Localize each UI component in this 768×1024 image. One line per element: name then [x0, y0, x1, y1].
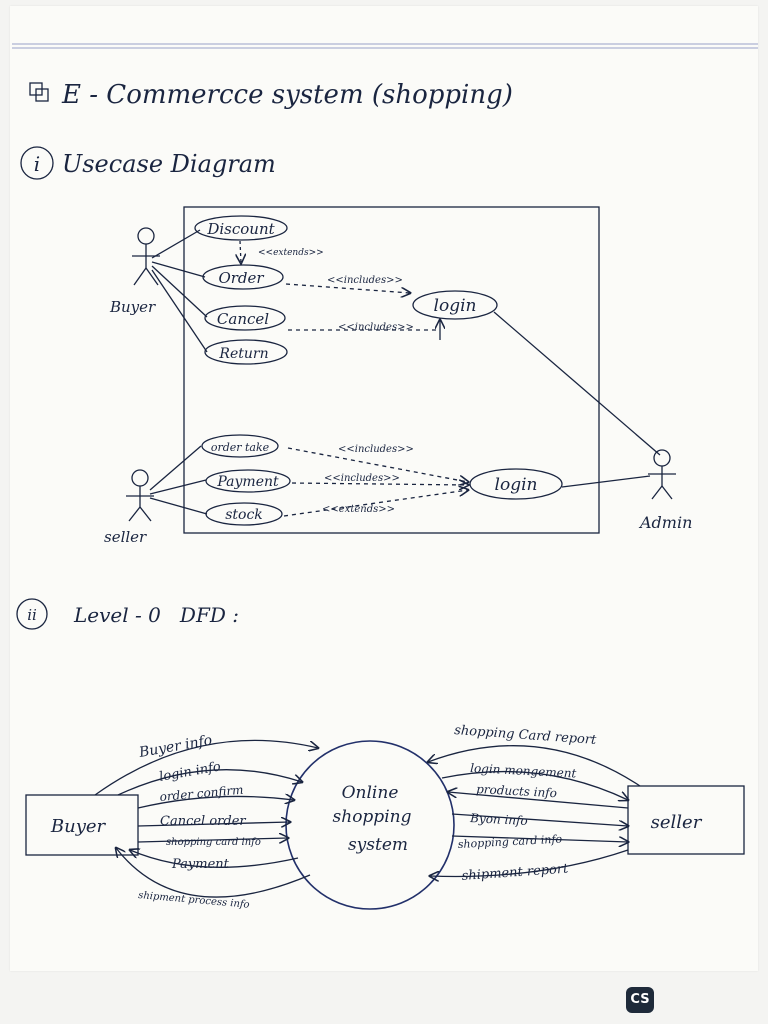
data-flow: [94, 739, 318, 796]
section-number-circle: [20, 146, 54, 180]
section-number: i: [34, 152, 40, 176]
flow-label: shipment process info: [138, 890, 250, 911]
process-label: shopping: [333, 807, 412, 827]
data-flow: [117, 769, 302, 796]
rel-label: <<includes>>: [338, 322, 414, 333]
assoc-line: [149, 445, 202, 491]
entity-seller: [627, 785, 745, 855]
buyer-actor: [132, 227, 160, 286]
system-boundary: [183, 206, 600, 534]
flow-label: shipment report: [461, 862, 569, 884]
entity-label: Buyer: [50, 816, 107, 837]
usecase-label: Payment: [216, 474, 279, 490]
camscanner-badge: CS: [626, 987, 654, 1013]
entity-buyer: [25, 794, 139, 856]
assoc-line: [151, 269, 208, 353]
entity-label: seller: [651, 812, 703, 833]
seller-actor: [126, 469, 154, 522]
usecase-return: [204, 339, 288, 365]
usecase-cancel: [204, 305, 286, 331]
usecase-label: login: [495, 475, 538, 495]
data-flow: [137, 796, 294, 809]
flow-label: Cancel order: [160, 814, 246, 829]
usecase-order: [202, 264, 284, 290]
extends-arrow: [240, 240, 241, 263]
page-title: E - Commercce system (shopping): [61, 80, 513, 110]
rel-label: <<includes>>: [324, 473, 400, 484]
actor-label-admin: Admin: [638, 513, 692, 532]
data-flow: [137, 822, 290, 826]
data-flow: [448, 792, 629, 809]
notebook-page: E - Commercce system (shopping) i Usecas…: [10, 6, 758, 971]
data-flow: [130, 850, 299, 868]
flow-label: Buyer info: [137, 732, 213, 761]
usecase-login: [412, 290, 498, 320]
flow-label: order confirm: [159, 783, 244, 804]
assoc-line: [151, 229, 201, 259]
data-flow: [430, 849, 629, 876]
usecase-label: Return: [218, 346, 268, 362]
flow-label: shopping card info: [166, 837, 261, 848]
flow-label: login info: [158, 759, 222, 785]
rel-label: <<extends>>: [258, 248, 324, 258]
section-number-circle: [16, 598, 48, 630]
usecase-payment: [205, 469, 291, 493]
actor-label-buyer: Buyer: [109, 298, 156, 316]
assoc-line: [561, 475, 651, 488]
flow-label: Byon info: [469, 811, 528, 828]
usecase-label: Cancel: [217, 310, 269, 328]
usecase-label: Discount: [206, 220, 275, 238]
process-label: system: [348, 835, 408, 855]
usecase-stock: [205, 502, 283, 526]
assoc-line: [149, 479, 207, 495]
assoc-line: [151, 265, 208, 318]
section-heading: Level - 0 DFD :: [73, 603, 239, 627]
data-flow: [441, 770, 628, 800]
data-flow: [451, 813, 628, 826]
assoc-line: [151, 261, 206, 278]
section-number: ii: [27, 606, 37, 624]
process-label: Online: [342, 783, 399, 803]
admin-actor: [648, 449, 676, 500]
include-arrow: [287, 447, 468, 482]
title-icon: [29, 82, 49, 102]
usecase-discount: [194, 215, 288, 241]
diagram-canvas: E - Commercce system (shopping) i Usecas…: [12, 43, 758, 911]
usecase-label: Order: [218, 269, 264, 287]
extends-arrow: [283, 490, 468, 517]
assoc-line: [149, 497, 208, 515]
include-arrow: [291, 483, 468, 485]
data-flow: [428, 745, 641, 787]
data-flow: [451, 835, 628, 842]
flow-label: products info: [476, 782, 557, 800]
usecase-label: order take: [211, 441, 270, 454]
section-heading: Usecase Diagram: [62, 150, 276, 178]
assoc-line: [493, 311, 661, 456]
usecase-label: stock: [225, 507, 263, 523]
flow-label: shopping Card report: [454, 723, 598, 748]
actor-label-seller: seller: [104, 528, 147, 546]
data-flow: [137, 838, 288, 842]
rel-label: <<extends>>: [322, 504, 395, 515]
flow-label: shopping card info: [457, 833, 562, 851]
data-flow: [116, 848, 311, 898]
flow-label: login mongement: [470, 761, 577, 781]
rel-label: <<includes>>: [338, 444, 414, 455]
usecase-order-take: [201, 434, 279, 458]
flow-label: Payment: [171, 857, 230, 872]
usecase-label: login: [434, 296, 477, 316]
rel-label: <<includes>>: [327, 275, 403, 286]
